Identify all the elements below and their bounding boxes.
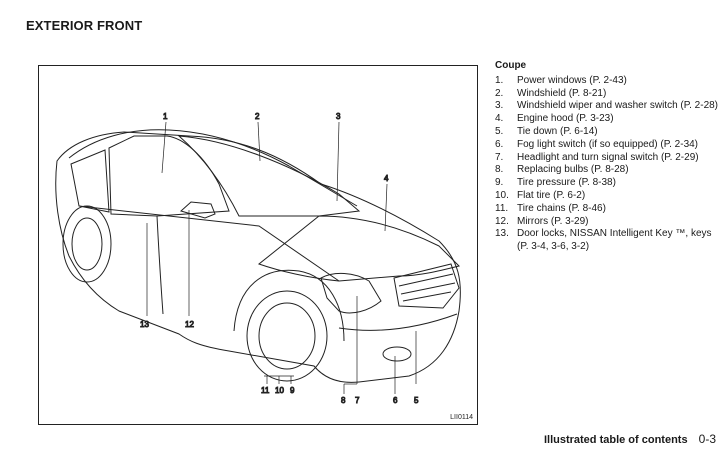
callout-legend: Coupe 1. Power windows (P. 2-43) 2. Windsh…	[495, 60, 720, 254]
callout-11: 11	[261, 386, 270, 395]
legend-num: 10.	[495, 189, 509, 201]
legend-num: 13.	[495, 228, 509, 240]
legend-text[interactable]: Engine hood (P. 3-23)	[517, 113, 614, 125]
legend-text[interactable]: Headlight and turn signal switch (P. 2-2…	[517, 151, 699, 163]
rear-wheel	[62, 205, 112, 283]
legend-item: 5. Tie down (P. 6-14)	[495, 126, 720, 139]
legend-item: 13. Door locks, NISSAN Intelligent Key ™,…	[495, 228, 720, 254]
car-door-line	[156, 215, 164, 315]
car-drawing: 1 2 3 4 5 6 7 8 9 10 11 12 13	[55, 112, 461, 406]
legend-item: 12. Mirrors (P. 3-29)	[495, 216, 720, 229]
legend-text[interactable]: Tire chains (P. 8-46)	[517, 202, 606, 214]
car-roof	[68, 129, 358, 207]
car-windshield	[177, 135, 361, 217]
front-wheel	[246, 290, 328, 382]
legend-text[interactable]: Windshield (P. 8-21)	[517, 87, 607, 99]
car-illustration: 1 2 3 4 5 6 7 8 9 10 11 12 13 LII0114	[38, 65, 478, 425]
legend-text[interactable]: Power windows (P. 2-43)	[517, 74, 627, 86]
callout-8: 8	[341, 396, 346, 405]
page-footer: Illustrated table of contents 0-3	[544, 432, 716, 446]
grille	[393, 263, 460, 309]
legend-item: 9. Tire pressure (P. 8-38)	[495, 177, 720, 190]
legend-item: 10. Flat tire (P. 6-2)	[495, 190, 720, 203]
legend-item: 1. Power windows (P. 2-43)	[495, 75, 720, 88]
front-wheel-arch	[233, 269, 345, 342]
callout-4: 4	[384, 174, 389, 183]
rear-rim	[71, 217, 103, 271]
legend-num: 4.	[495, 113, 504, 125]
footer-section-title: Illustrated table of contents	[543, 434, 688, 446]
car-hood	[257, 215, 460, 282]
legend-num: 11.	[495, 202, 509, 214]
page-title: EXTERIOR FRONT	[26, 18, 143, 33]
car-mirror	[179, 201, 216, 219]
legend-text[interactable]: Door locks, NISSAN Intelligent Key ™, ke…	[517, 228, 712, 253]
legend-text[interactable]: Flat tire (P. 6-2)	[517, 189, 586, 201]
legend-item: 11. Tire chains (P. 8-46)	[495, 203, 720, 216]
legend-num: 6.	[495, 138, 504, 150]
car-belt-line	[78, 205, 340, 282]
callout-10: 10	[275, 386, 284, 395]
callout-5: 5	[414, 396, 419, 405]
legend-num: 5.	[495, 125, 504, 137]
legend-text[interactable]: Replacing bulbs (P. 8-28)	[517, 164, 629, 176]
car-body-outline	[55, 131, 461, 383]
legend-text[interactable]: Tie down (P. 6-14)	[517, 125, 598, 137]
callout-6: 6	[393, 396, 398, 405]
callout-12: 12	[185, 320, 194, 329]
legend-item: 7. Headlight and turn signal switch (P. 2…	[495, 152, 720, 165]
legend-item: 3. Windshield wiper and washer switch (P.…	[495, 100, 720, 113]
legend-heading: Coupe	[495, 60, 527, 71]
legend-num: 8.	[495, 164, 504, 176]
callout-2: 2	[255, 112, 260, 121]
legend-text[interactable]: Tire pressure (P. 8-38)	[517, 177, 616, 189]
legend-item: 6. Fog light switch (if so equipped) (P. …	[495, 139, 720, 152]
fog-light	[382, 346, 412, 362]
legend-num: 1.	[495, 74, 504, 86]
figure-code: LII0114	[450, 414, 473, 421]
legend-list: 1. Power windows (P. 2-43) 2. Windshield (…	[495, 75, 720, 254]
front-bumper	[338, 313, 458, 331]
legend-num: 9.	[495, 177, 504, 189]
callout-3: 3	[336, 112, 341, 121]
front-rim	[258, 302, 316, 370]
legend-text[interactable]: Windshield wiper and washer switch (P. 2…	[517, 100, 719, 112]
legend-item: 4. Engine hood (P. 3-23)	[495, 113, 720, 126]
callout-1: 1	[163, 112, 168, 121]
car-rear-window	[70, 149, 110, 213]
legend-text[interactable]: Mirrors (P. 3-29)	[517, 215, 589, 227]
headlight	[320, 273, 382, 314]
legend-num: 3.	[495, 100, 504, 112]
callout-13: 13	[140, 320, 149, 329]
legend-item: 8. Replacing bulbs (P. 8-28)	[495, 164, 720, 177]
legend-num: 12.	[495, 215, 509, 227]
legend-item: 2. Windshield (P. 8-21)	[495, 88, 720, 101]
callout-9: 9	[290, 386, 295, 395]
page-number: 0-3	[698, 432, 716, 446]
legend-num: 7.	[495, 151, 504, 163]
legend-num: 2.	[495, 87, 504, 99]
callout-7: 7	[355, 396, 360, 405]
legend-text[interactable]: Fog light switch (if so equipped) (P. 2-…	[517, 138, 699, 150]
